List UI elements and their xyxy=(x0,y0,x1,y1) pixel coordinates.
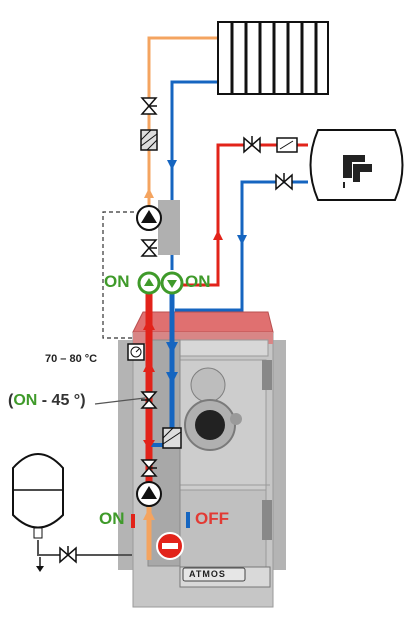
ball-valve-icon xyxy=(59,546,77,564)
status-off-bottom: OFF xyxy=(195,509,229,528)
status-on-left: ON xyxy=(104,272,130,291)
nameplate xyxy=(182,567,246,582)
status-on-right: ON xyxy=(185,272,211,291)
pump-icon xyxy=(136,200,180,255)
valve-setting-open: ( xyxy=(8,392,14,409)
valve-setting: (ON - 45 °) xyxy=(8,393,86,409)
ball-valve-icon xyxy=(275,173,293,191)
stop-icon xyxy=(156,532,184,560)
valve-on-left xyxy=(137,271,161,295)
pump-icon xyxy=(136,481,162,507)
ball-valve-icon xyxy=(140,97,158,115)
connector-off xyxy=(186,512,190,528)
hot-water-tank-icon xyxy=(309,129,404,201)
valve-on-right xyxy=(160,271,184,295)
status-on-bottom: ON xyxy=(99,509,125,528)
check-valve-icon xyxy=(276,137,298,153)
nameplate-text: ATMOS xyxy=(189,569,226,579)
expansion-vessel-icon xyxy=(12,453,64,539)
valve-setting-on: ON xyxy=(13,392,38,409)
ball-valve-icon xyxy=(140,391,158,409)
radiator-icon xyxy=(217,21,329,95)
valve-setting-value: - 45 °) xyxy=(37,392,86,409)
filter-icon xyxy=(140,129,158,151)
drain-arrow-icon xyxy=(36,566,44,572)
temperature-range: 70 – 80 °C xyxy=(45,353,98,365)
ball-valve-icon xyxy=(140,459,158,477)
ball-valve-icon xyxy=(140,239,158,257)
flow-arrows xyxy=(143,160,247,520)
filter-icon xyxy=(162,427,182,449)
connector-on xyxy=(131,514,135,528)
ball-valve-icon xyxy=(243,136,261,154)
thermostat-icon xyxy=(127,343,145,361)
